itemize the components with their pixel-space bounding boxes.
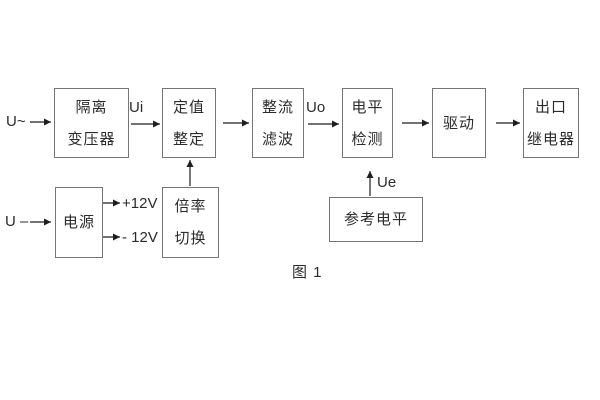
block-multiplier-switch-line2: 切换 [174,230,207,247]
block-level-detection-line2: 检测 [351,130,384,148]
label-ui: Ui [129,99,144,116]
block-rectify-filter-line1: 整流 [261,98,294,116]
block-output-relay-line2: 继电器 [526,130,575,148]
block-power-supply-line1: 电源 [62,214,95,231]
block-setting-adjustment-line1: 定值 [172,98,205,116]
block-isolation-transformer-line1: 隔离 [75,98,108,116]
block-driver: 驱动 [432,88,486,158]
block-setting-adjustment-line2: 整定 [172,130,205,148]
block-rectify-filter: 整流 滤波 [252,88,304,158]
label-rail-pos: +12V [122,195,158,212]
label-rail-neg: - 12V [122,229,158,246]
block-multiplier-switch-line1: 倍率 [174,198,207,215]
block-reference-level: 参考电平 [329,197,423,242]
label-input-ac: U~ [6,113,26,130]
block-driver-line1: 驱动 [442,114,475,132]
block-multiplier-switch: 倍率 切换 [162,187,219,258]
block-level-detection-line1: 电平 [351,98,384,116]
block-output-relay-line1: 出口 [534,98,567,116]
block-setting-adjustment: 定值 整定 [162,88,216,158]
block-level-detection: 电平 检测 [342,88,393,158]
figure-caption: 图 1 [292,264,323,281]
block-reference-level-line1: 参考电平 [343,211,408,228]
block-rectify-filter-line2: 滤波 [261,130,294,148]
block-isolation-transformer: 隔离 变压器 [54,88,129,158]
label-uo: Uo [306,99,326,116]
block-isolation-transformer-line2: 变压器 [67,130,116,148]
label-ue: Ue [377,174,397,191]
block-output-relay: 出口 继电器 [523,88,579,158]
label-input-dc: U – [5,213,29,230]
block-power-supply: 电源 [55,187,103,258]
